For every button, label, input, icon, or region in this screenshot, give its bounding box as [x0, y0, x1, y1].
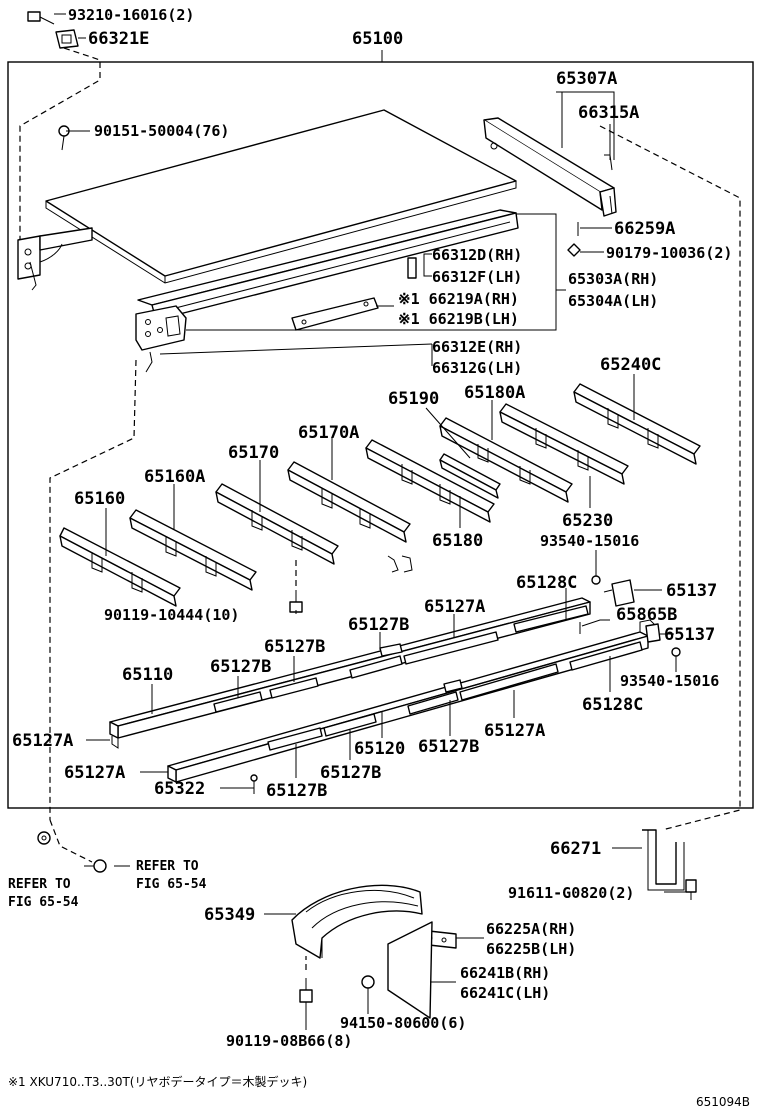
cross-member-65240C: [573, 383, 701, 465]
part-label: 94150-80600(6): [340, 1014, 466, 1032]
part-label: 93210-16016(2): [68, 6, 194, 24]
bolt-icon: [27, 11, 55, 25]
reference-note: REFER TO: [136, 859, 199, 874]
part-label: 66321E: [88, 29, 149, 49]
mudguard: [291, 884, 423, 959]
reference-note: REFER TO: [8, 877, 71, 892]
deck-board: [45, 109, 517, 284]
cross-member-65160A: [129, 509, 257, 591]
part-label: 65349: [204, 905, 255, 925]
part-label: 66312G(LH): [432, 359, 522, 377]
cross-member-65190: [439, 453, 501, 499]
figure-code: 651094B: [696, 1095, 750, 1109]
part-label: 66271: [550, 839, 601, 859]
part-label: 65128C: [582, 695, 643, 715]
part-label: 65127B: [348, 615, 409, 635]
part-label: 66241C(LH): [460, 984, 550, 1002]
part-label: 90119-08B66(8): [226, 1032, 352, 1050]
part-label: 65137: [666, 581, 717, 601]
reference-note: FIG 65-54: [8, 895, 79, 910]
part-label: 65160: [74, 489, 125, 509]
part-label: 65127B: [266, 781, 327, 801]
part-label: 65170A: [298, 423, 359, 443]
part-label: 65128C: [516, 573, 577, 593]
part-label: 66315A: [578, 103, 639, 123]
part-label: 66312F(LH): [432, 268, 522, 286]
part-label: 91611-G0820(2): [508, 884, 634, 902]
cross-member-65180: [365, 439, 495, 573]
hinge-bracket-left: [17, 227, 93, 291]
part-label: 66225A(RH): [486, 920, 576, 938]
u-bolt: [642, 829, 697, 900]
part-label: 65303A(RH): [568, 270, 658, 288]
part-label: 65127A: [424, 597, 485, 617]
part-label: 93540-15016: [620, 672, 719, 690]
part-label: 65190: [388, 389, 439, 409]
part-label: 66312D(RH): [432, 246, 522, 264]
assembly-frame: [7, 61, 754, 809]
part-label: 65127B: [418, 737, 479, 757]
nut-icon: [37, 831, 51, 845]
wear-strips: [213, 605, 643, 751]
part-label: 65230: [562, 511, 613, 531]
bolt-small-icon: [567, 222, 581, 257]
bolt-icon-6: [299, 975, 375, 1003]
part-label: 90119-10444(10): [104, 606, 239, 624]
part-label: 65127B: [264, 637, 325, 657]
cross-member-65180A: [439, 417, 573, 503]
part-label: 65127A: [484, 721, 545, 741]
pin-icon-2: [407, 257, 417, 279]
part-label: 65127B: [210, 657, 271, 677]
clamp-icon: [55, 29, 79, 49]
part-label: 65180: [432, 531, 483, 551]
part-label: 93540-15016: [540, 532, 639, 550]
part-label: 65865B: [616, 605, 677, 625]
part-label: 65127A: [12, 731, 73, 751]
bracket-65137: [603, 579, 661, 643]
screw-icon: [58, 125, 70, 151]
part-label: 66312E(RH): [432, 338, 522, 356]
cross-member-65160: [59, 527, 181, 607]
part-label: 65307A: [556, 69, 617, 89]
part-label: 65240C: [600, 355, 661, 375]
part-label: 65180A: [464, 383, 525, 403]
side-rail: [135, 209, 519, 373]
part-label: 65322: [154, 779, 205, 799]
cross-member-65230: [499, 403, 629, 485]
bolt-icon-4: [250, 575, 681, 794]
part-label: 65127B: [320, 763, 381, 783]
reinforcement-plate: [291, 297, 379, 331]
cross-member-65170: [215, 483, 339, 565]
part-label: 90179-10036(2): [606, 244, 732, 262]
part-label: ※1 66219A(RH): [398, 290, 519, 308]
part-label: 65304A(LH): [568, 292, 658, 310]
part-label: 66225B(LH): [486, 940, 576, 958]
footnote: ※1 XKU710..T3..30T(リヤボデータイプ＝木製デッキ): [8, 1074, 307, 1089]
rear-rail: [483, 117, 617, 217]
part-label: 65120: [354, 739, 405, 759]
part-label: 65110: [122, 665, 173, 685]
reference-note: FIG 65-54: [136, 877, 207, 892]
mud-flap: [387, 921, 433, 1019]
bolt-icon-5: [84, 859, 107, 873]
cross-member-65170A: [287, 461, 411, 543]
pin-icon: [604, 154, 613, 171]
part-label: 65160A: [144, 467, 205, 487]
assembly-number: 65100: [352, 29, 403, 49]
part-label: 66259A: [614, 219, 675, 239]
part-label: 65127A: [64, 763, 125, 783]
part-label: 65137: [664, 625, 715, 645]
part-label: 90151-50004(76): [94, 122, 229, 140]
part-label: 65170: [228, 443, 279, 463]
bolt-icon-3: [289, 590, 303, 613]
part-label: 66241B(RH): [460, 964, 550, 982]
part-label: ※1 66219B(LH): [398, 310, 519, 328]
